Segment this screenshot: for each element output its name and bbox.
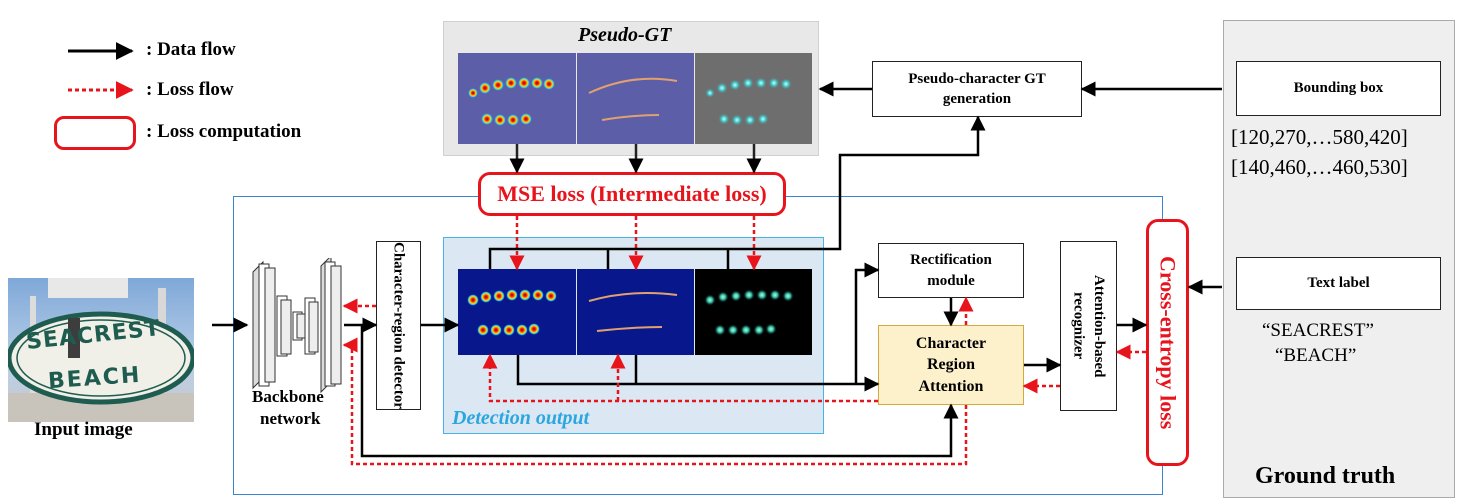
cra-line1: Character [915, 334, 987, 352]
character-region-detector: Character-region detector [376, 241, 421, 410]
legend-loss-computation-label: : Loss computation [146, 121, 302, 142]
pseudo-gt-title: Pseudo-GT [578, 24, 672, 46]
cra-line2: Region [927, 356, 975, 374]
attention-based-recognizer: Attention-based recognizer [1060, 241, 1117, 411]
mse-loss-box: MSE loss (Intermediate loss) [478, 172, 786, 216]
legend-loss-flow-label: : Loss flow [146, 79, 234, 100]
ground-truth-title: Ground truth [1255, 463, 1396, 489]
pseudo-gt-region-map [458, 53, 576, 144]
input-image-caption: Input image [34, 419, 133, 440]
legend-loss-computation-swatch [54, 116, 136, 150]
detection-output-label: Detection output [452, 407, 590, 429]
pseudo-gt-affinity-map [577, 53, 694, 144]
bbox-value-1: [120,270,…580,420] [1231, 125, 1408, 149]
backbone-label-line2: network [260, 409, 321, 428]
input-image: SEACREST BEACH [8, 278, 194, 422]
detection-region-map [458, 269, 576, 355]
pseudo-char-gen-line2: generation [942, 91, 1012, 107]
cross-entropy-loss-box: Cross-entropy loss [1146, 219, 1189, 466]
text-value-1: “SEACREST” [1262, 320, 1374, 341]
detector-label: Character-region detector [390, 242, 407, 410]
mse-loss-label: MSE loss (Intermediate loss) [497, 181, 767, 206]
text-value-2: “BEACH” [1275, 345, 1357, 366]
pseudo-char-gen-line1: Pseudo-character GT [908, 70, 1046, 87]
text-label-box: Text label [1236, 257, 1441, 310]
backbone-network-shape [252, 258, 342, 394]
backbone-label-line1: Backbone [252, 387, 324, 406]
legend-data-flow-label: : Data flow [146, 39, 236, 60]
detection-affinity-map [577, 269, 694, 355]
detection-overlay-map [695, 269, 812, 355]
recognizer-label: Attention-based recognizer [1070, 274, 1107, 378]
rectification-line2: module [927, 272, 975, 289]
cra-line3: Attention [918, 377, 984, 395]
pseudo-char-gt-generation: Pseudo-character GT generation [872, 61, 1082, 117]
bounding-box-label: Bounding box [1236, 61, 1441, 116]
rectification-line1: Rectification [910, 252, 992, 269]
ce-loss-label: Cross-entropy loss [1155, 255, 1181, 430]
rectification-module: Rectification module [878, 243, 1024, 298]
character-region-attention: Character Region Attention [878, 325, 1024, 405]
bbox-value-2: [140,460,…460,530] [1231, 155, 1408, 179]
pseudo-gt-overlay-map [695, 53, 812, 144]
